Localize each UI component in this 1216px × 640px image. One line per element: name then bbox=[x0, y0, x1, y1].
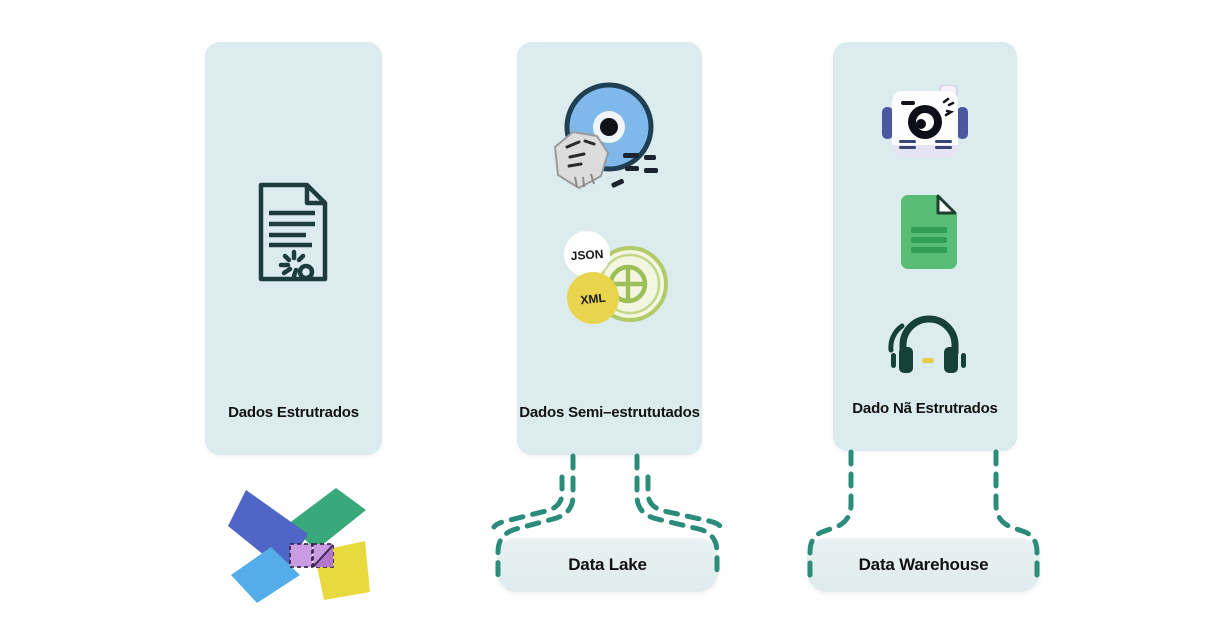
data-lake-label: Data Lake bbox=[568, 555, 647, 574]
json-badge: JSON bbox=[564, 231, 610, 277]
logo-center-squares bbox=[289, 543, 334, 568]
crumpled-note-icon bbox=[554, 131, 609, 189]
camera-icon bbox=[882, 85, 968, 157]
xml-badge: XML bbox=[567, 272, 619, 324]
data-warehouse-box: Data Warehouse bbox=[807, 538, 1040, 592]
mic-dash bbox=[922, 358, 934, 363]
card-label-semi-structured: Dados Semi–estrututados bbox=[519, 404, 700, 421]
semi-structured-data-card: JSON XML Dados Semi–estrututados bbox=[517, 42, 702, 455]
card-label-unstructured: Dado Nã Estrutrados bbox=[852, 400, 998, 417]
pinwheel-logo bbox=[228, 488, 370, 603]
headphones-icon bbox=[888, 315, 966, 373]
disc-and-note-icon bbox=[554, 82, 658, 189]
structured-data-card: Dados Estrutrados bbox=[205, 42, 382, 455]
xml-badge-label: XML bbox=[580, 291, 607, 308]
sound-wave-arc bbox=[888, 323, 905, 353]
data-lake-box: Data Lake bbox=[497, 538, 718, 592]
format-badges: JSON XML bbox=[564, 231, 668, 324]
data-warehouse-label: Data Warehouse bbox=[858, 555, 989, 574]
logo-blue-blade bbox=[231, 547, 300, 603]
card-label-structured: Dados Estrutrados bbox=[228, 404, 359, 421]
unstructured-data-card: Dado Nã Estrutrados bbox=[833, 42, 1017, 451]
text-fragments bbox=[611, 153, 658, 188]
green-document-icon bbox=[901, 193, 959, 269]
logo-indigo-blade bbox=[228, 490, 308, 572]
spark-glyph bbox=[278, 249, 306, 279]
json-badge-label: JSON bbox=[570, 247, 604, 263]
structured-document-icon bbox=[258, 182, 328, 282]
